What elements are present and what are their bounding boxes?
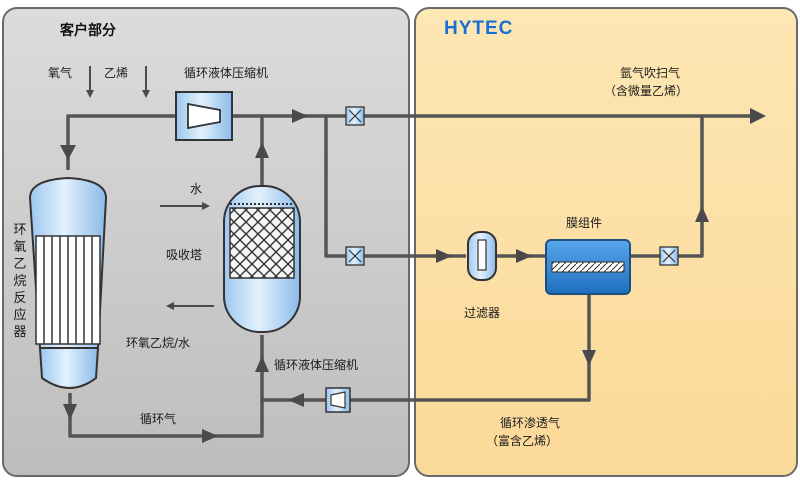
valve-purge (345, 106, 365, 126)
permeate-label: 循环渗透气 (500, 416, 561, 430)
filter-vessel (467, 231, 497, 281)
absorber-column (223, 185, 301, 333)
membrane-module (545, 239, 631, 295)
reactor (28, 176, 108, 389)
recycle-gas-label: 循环气 (140, 412, 177, 426)
filter-label: 过滤器 (464, 306, 501, 320)
pipe-branch-filter (324, 116, 466, 258)
water-label: 水 (190, 182, 203, 196)
pipe-retentate (629, 116, 704, 258)
customer-section-title: 客户部分 (60, 23, 116, 39)
purge-gas-note: （含微量乙烯） (604, 84, 689, 98)
flow-arrows (60, 66, 766, 443)
permeate-note: （富含乙烯） (486, 434, 559, 448)
absorber-label: 吸收塔 (166, 248, 203, 262)
valve-filter-branch (345, 246, 365, 266)
pipe-permeate (350, 295, 591, 402)
membrane-label: 膜组件 (566, 216, 603, 230)
process-pipes (66, 114, 760, 438)
compressor-bottom (325, 387, 351, 413)
compressor-bottom-label: 循环液体压缩机 (274, 358, 359, 372)
reactor-label: 环氧乙烷反应器 (13, 223, 27, 340)
feed-oxygen-label: 氧气 (48, 66, 73, 80)
feed-ethylene-label: 乙烯 (104, 66, 129, 80)
compressor-top-label: 循环液体压缩机 (184, 66, 269, 80)
customer-panel (2, 7, 410, 477)
eo-water-label: 环氧乙烷/水 (126, 336, 191, 350)
purge-gas-label: 氩气吹扫气 (620, 66, 681, 80)
valve-retentate (659, 246, 679, 266)
compressor-top (175, 91, 233, 141)
hytec-logo: HYTEC (444, 18, 514, 39)
